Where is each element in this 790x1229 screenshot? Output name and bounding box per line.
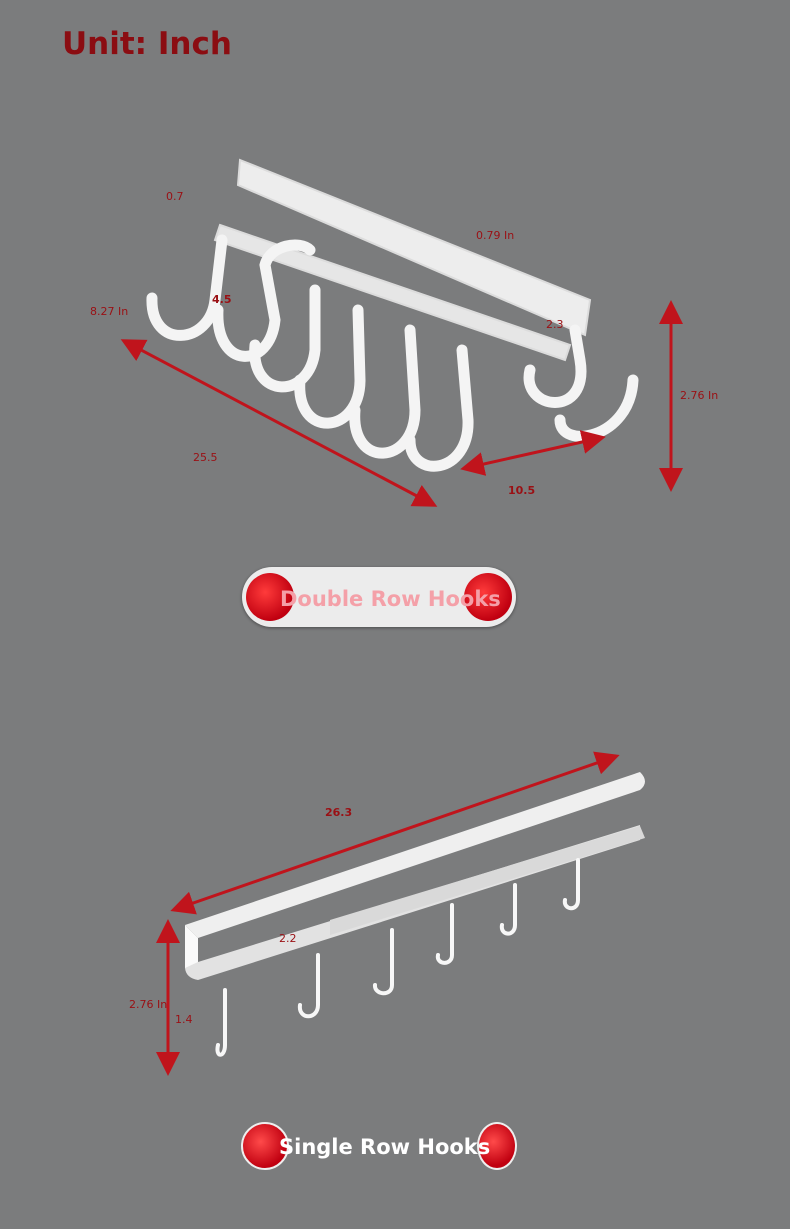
double-row-rack (146, 158, 639, 472)
red-cap-icon (241, 1122, 289, 1170)
unit-title: Unit: Inch (62, 26, 232, 62)
dimension-label: 4.5 (212, 293, 232, 306)
red-cap-icon (246, 573, 294, 621)
dimension-label: 2.76 In (680, 389, 719, 402)
dimension-label: 2.3 (546, 318, 564, 331)
single-row-hooks-label: Single Row Hooks (279, 1135, 491, 1159)
dimension-label: 0.7 (166, 190, 184, 203)
single-row-dimension-arrows (156, 751, 620, 1076)
dimension-label: 10.5 (508, 484, 536, 497)
single-row-hooks-badge: Single Row Hooks (241, 1122, 517, 1172)
double-row-hooks-label: Double Row Hooks (280, 587, 501, 611)
double-row-hooks-badge: Double Row Hooks (242, 567, 516, 627)
dimension-label: 25.5 (193, 451, 218, 464)
dimension-label: 1.4 (175, 1013, 193, 1026)
single-row-rack (185, 772, 645, 1057)
red-cap-icon (477, 1122, 517, 1170)
dimension-label: 2.2 (279, 932, 297, 945)
dimension-label: 0.79 In (476, 229, 515, 242)
dimension-label: 8.27 In (90, 305, 129, 318)
red-cap-icon (464, 573, 512, 621)
double-row-dimension-arrows (120, 300, 683, 507)
dimension-label: 2.76 In (129, 998, 168, 1011)
dimension-label: 26.3 (325, 806, 353, 819)
